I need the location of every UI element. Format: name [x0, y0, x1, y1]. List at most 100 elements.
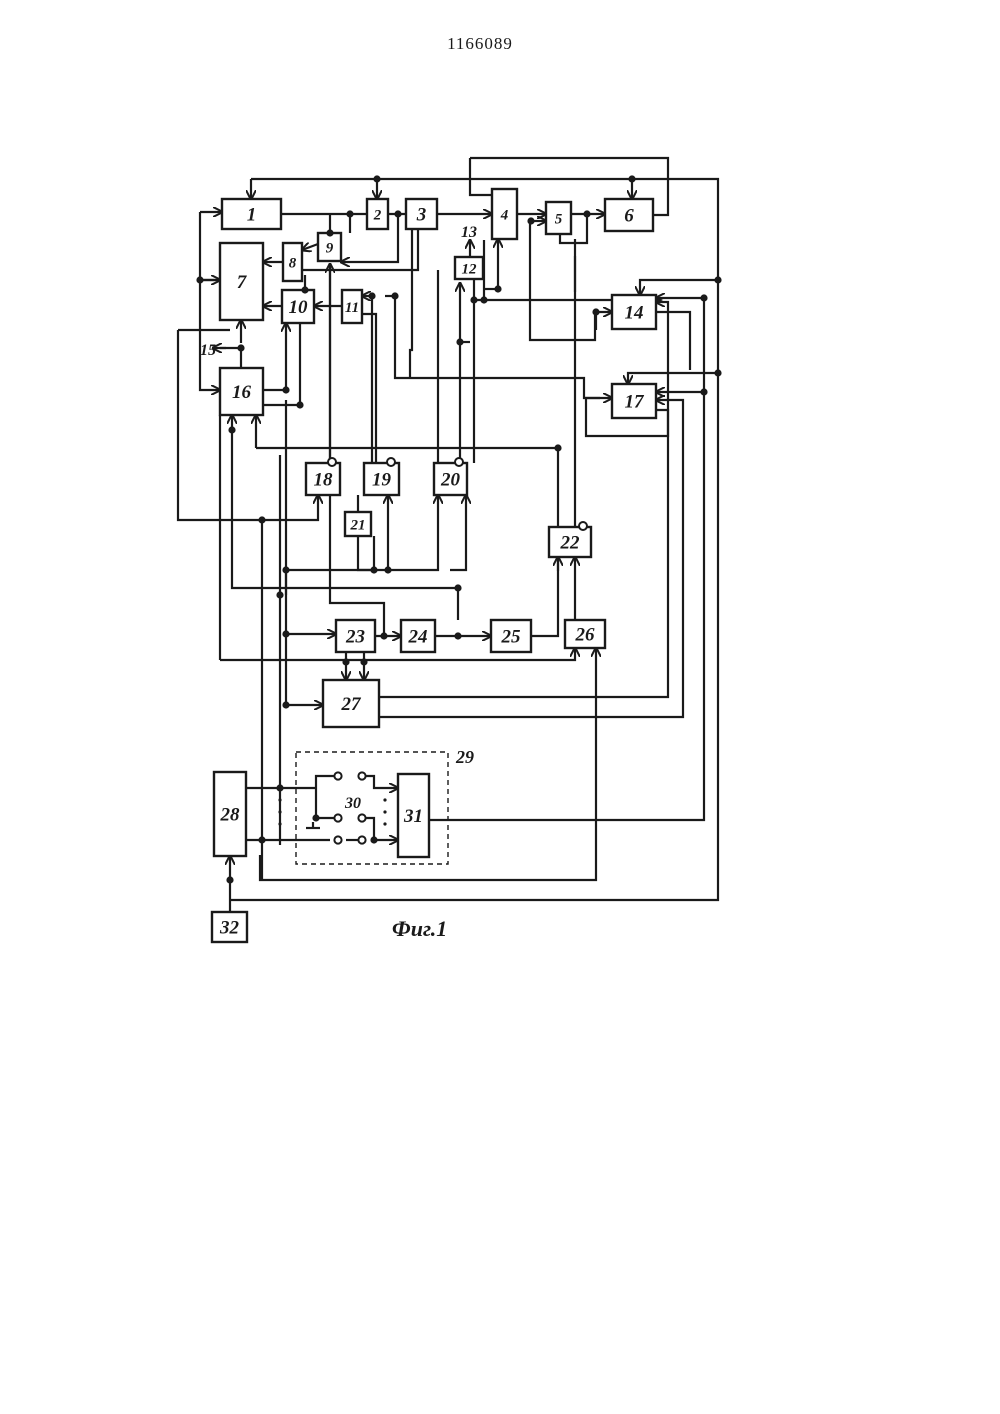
inversion-mark [387, 458, 395, 466]
block-label: 20 [440, 470, 461, 491]
ellipsis-dot [383, 798, 386, 801]
ellipsis-dot [383, 810, 386, 813]
junction-dot [394, 210, 401, 217]
ellipsis-dot [278, 822, 281, 825]
block-18: 18 [306, 458, 340, 495]
block-label: 23 [345, 627, 365, 648]
ellipsis-dot [383, 822, 386, 825]
junction-dot [276, 784, 283, 791]
junction-dot [258, 516, 265, 523]
block-17: 17 [612, 384, 656, 418]
junction-dot [312, 814, 319, 821]
junction-dot [282, 630, 289, 637]
block-label: 8 [289, 255, 297, 271]
block-label: 17 [625, 392, 646, 413]
junction-dot [628, 175, 635, 182]
junction-dot [470, 296, 477, 303]
contact [358, 772, 365, 779]
block-7: 7 [220, 243, 263, 320]
block-20: 20 [434, 458, 467, 495]
block-label: 1 [247, 205, 257, 226]
block-label: 6 [624, 206, 634, 227]
junction-dot [583, 210, 590, 217]
junction-dot [296, 401, 303, 408]
junction-dot [228, 426, 235, 433]
block-1: 1 [222, 199, 281, 229]
block-27: 27 [323, 680, 379, 727]
contact [358, 836, 365, 843]
junction-dot [494, 285, 501, 292]
junction-dot [480, 296, 487, 303]
group-29-label: 29 [455, 747, 474, 767]
junction-dot [714, 369, 721, 376]
junction-dot [342, 658, 349, 665]
block-2: 2 [367, 199, 388, 229]
ellipsis-dot [278, 798, 281, 801]
inversion-mark [328, 458, 336, 466]
junction-dot [237, 344, 244, 351]
block-label: 10 [289, 297, 309, 318]
block-label: 5 [555, 211, 563, 227]
block-19: 19 [364, 458, 399, 495]
junction-dot [282, 386, 289, 393]
block-22: 22 [549, 522, 591, 557]
junction-dot [373, 175, 380, 182]
block-25: 25 [491, 620, 531, 652]
block-31: 31 [398, 774, 429, 857]
junction-dot [258, 836, 265, 843]
junction-dot [326, 229, 333, 236]
junction-dot [700, 388, 707, 395]
junction-dot [456, 338, 463, 345]
junction-dot [360, 658, 367, 665]
junction-dot [226, 876, 233, 883]
junction-dot [346, 210, 353, 217]
junction-dot [700, 294, 707, 301]
junction-dot [391, 292, 398, 299]
block-label: 31 [403, 806, 423, 827]
block-5: 5 [546, 202, 571, 234]
block-14: 14 [612, 295, 656, 329]
junction-dot [714, 276, 721, 283]
junction-dot [282, 701, 289, 708]
junction-dot [196, 276, 203, 283]
block-label: 28 [220, 805, 241, 826]
junction-dot [276, 591, 283, 598]
junction-dot [301, 286, 308, 293]
block-label: 2 [373, 207, 382, 223]
group-30-label: 30 [344, 795, 361, 812]
junction-dot [554, 444, 561, 451]
block-label: 27 [341, 694, 363, 715]
block-23: 23 [336, 620, 375, 652]
junction-dot [368, 292, 375, 299]
contact [358, 814, 365, 821]
block-12: 12 [455, 257, 483, 279]
block-label: 12 [462, 261, 478, 277]
functional-blocks: 1234567891011121416171819202122232425262… [212, 189, 656, 942]
block-32: 32 [212, 912, 247, 942]
contact [334, 836, 341, 843]
junction-dots [196, 175, 721, 883]
block-label: 11 [345, 300, 359, 316]
inversion-mark [579, 522, 587, 530]
block-26: 26 [565, 620, 605, 648]
block-label: 22 [560, 533, 581, 554]
block-16: 16 [220, 368, 263, 415]
inversion-mark [455, 458, 463, 466]
block-8: 8 [283, 243, 302, 281]
junction-dot [454, 584, 461, 591]
figure-caption: Фиг.1 [392, 916, 447, 941]
block-label: 26 [575, 625, 596, 646]
contact [334, 772, 341, 779]
block-label: 16 [232, 382, 252, 403]
block-label: 32 [219, 918, 240, 939]
junction-dot [282, 566, 289, 573]
junction-dot [454, 632, 461, 639]
block-label: 18 [314, 470, 334, 491]
junction-dot [370, 566, 377, 573]
junction-dot [592, 308, 599, 315]
block-label: 3 [416, 205, 427, 226]
block-3: 3 [406, 199, 437, 229]
block-4: 4 [492, 189, 517, 239]
block-label: 7 [237, 272, 248, 293]
